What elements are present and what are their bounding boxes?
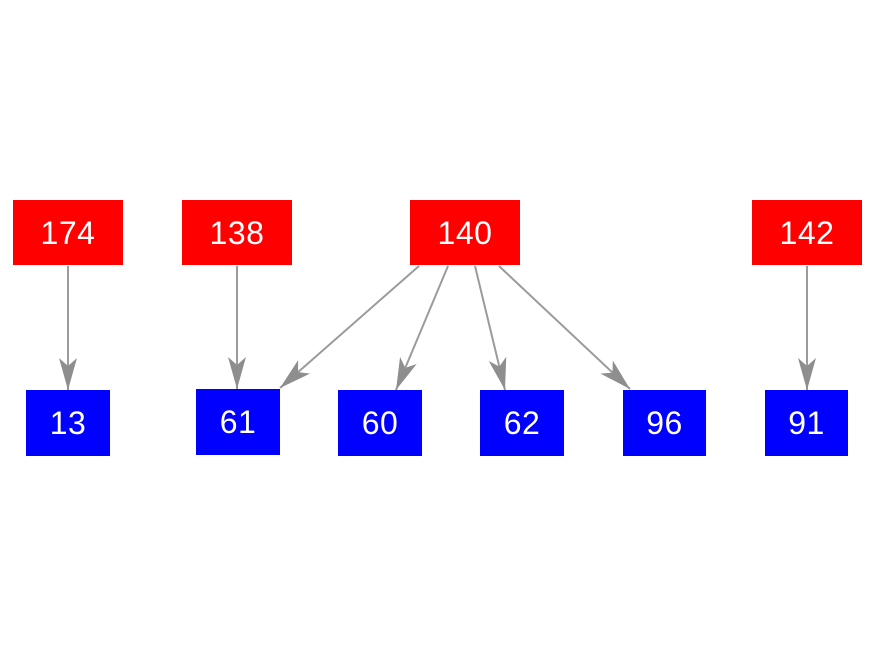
- graph-node-96: 96: [623, 390, 706, 456]
- node-label: 91: [788, 405, 825, 441]
- node-label: 142: [779, 214, 835, 251]
- graph-node-174: 174: [13, 200, 123, 265]
- node-label: 96: [646, 405, 683, 441]
- node-label: 140: [437, 214, 493, 251]
- graph-node-142: 142: [752, 200, 862, 265]
- graph-node-62: 62: [480, 390, 564, 456]
- graph-node-140: 140: [410, 200, 520, 265]
- node-label: 60: [361, 405, 399, 441]
- graph-node-60: 60: [338, 390, 422, 456]
- node-label: 138: [209, 214, 265, 251]
- graph-node-91: 91: [765, 390, 848, 456]
- node-label: 62: [503, 405, 541, 441]
- graph-node-138: 138: [182, 200, 292, 265]
- graph-node-61: 61: [196, 389, 280, 455]
- node-label: 13: [49, 405, 87, 441]
- node-label: 174: [40, 214, 96, 251]
- node-label: 61: [219, 404, 257, 440]
- graph-node-13: 13: [26, 390, 110, 456]
